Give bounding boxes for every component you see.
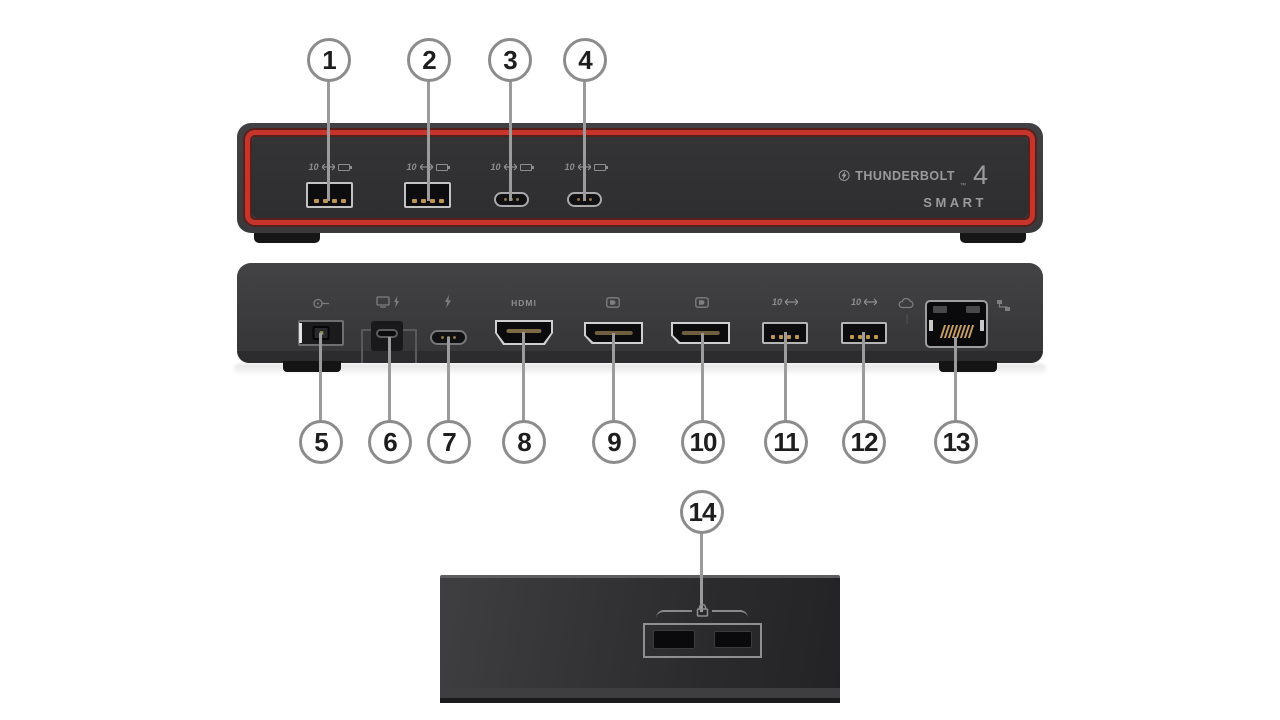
thunderbolt-icon: [444, 295, 452, 308]
brand-trademark: ™: [959, 183, 966, 189]
brand-version: 4: [972, 160, 988, 190]
leader-line-9: [612, 333, 615, 421]
lock-bracket-right: [712, 610, 748, 618]
leader-line-11: [784, 332, 787, 421]
brand-block: THUNDERBOLT ™ 4 SMART: [838, 160, 988, 210]
rear-foot-right: [939, 361, 997, 372]
leader-line-8: [522, 332, 525, 421]
callout-9: 9: [592, 420, 636, 464]
front-face: [252, 137, 1028, 218]
battery-charging-icon: [435, 163, 450, 171]
leader-line-1: [327, 81, 330, 201]
callout-6: 6: [368, 420, 412, 464]
usb-pins: [771, 335, 799, 339]
rear-usb-a-2-badge: 10: [849, 297, 879, 307]
rj45-clip: [980, 320, 984, 331]
dock-front-view: [237, 123, 1043, 233]
security-slot-outline: [643, 623, 762, 658]
rear-thunderbolt-host-port: [371, 321, 403, 351]
callout-13: 13: [934, 420, 978, 464]
leader-line-10: [701, 333, 704, 421]
leader-line-6: [388, 337, 391, 421]
usb-speed-label: 10: [490, 162, 501, 172]
security-lock-slot-1: [653, 630, 695, 649]
rj45-clip: [929, 320, 933, 331]
front-foot-right: [960, 232, 1026, 243]
leader-line-5: [319, 333, 322, 421]
leader-line-3: [509, 81, 512, 201]
callout-2: 2: [407, 38, 451, 82]
usb-speed-label: 10: [771, 297, 782, 307]
hdmi-label: HDMI: [511, 298, 537, 308]
displayport-icon: [606, 297, 620, 308]
usb-speed-label: 10: [850, 297, 861, 307]
displayport-icon: [695, 297, 709, 308]
front-foot-left: [254, 232, 320, 243]
callout-14: 14: [680, 490, 724, 534]
callout-3: 3: [488, 38, 532, 82]
brand-subtitle: SMART: [923, 195, 987, 210]
callout-12: 12: [842, 420, 886, 464]
usb-pins: [313, 199, 346, 203]
leader-line-14: [700, 533, 703, 612]
rear-displayport-2: [671, 322, 730, 344]
dock-bottom-view: [440, 575, 840, 703]
bottom-edge-light: [440, 688, 840, 698]
leader-line-2: [427, 81, 430, 201]
rear-bottom-edge: [237, 351, 1043, 363]
usb-speed-label: 10: [308, 162, 319, 172]
usb-speed-label: 10: [406, 162, 417, 172]
battery-charging-icon: [519, 163, 534, 171]
leader-line-4: [583, 81, 586, 201]
battery-charging-icon: [593, 163, 608, 171]
lock-bracket-left: [656, 610, 692, 618]
front-red-accent-ring: [245, 130, 1035, 225]
dock-rear-view: [237, 263, 1043, 363]
brand-name: THUNDERBOLT: [855, 168, 955, 183]
bottom-edge-dark: [440, 698, 840, 703]
security-lock-slot-2: [714, 631, 752, 648]
usb-speed-arrow-icon: [419, 163, 433, 171]
callout-5: 5: [299, 420, 343, 464]
callout-1: 1: [307, 38, 351, 82]
usb-a-1-badge: 10: [304, 162, 354, 172]
rear-usb-a-1-badge: 10: [770, 297, 800, 307]
dc-in-icon: [312, 298, 330, 309]
callout-11: 11: [764, 420, 808, 464]
callout-10: 10: [681, 420, 725, 464]
lock-icon: [694, 603, 711, 622]
dp-inner: [673, 324, 728, 342]
leader-line-7: [447, 337, 450, 421]
usb-c-2-badge: 10: [560, 162, 610, 172]
usb-pins: [850, 335, 878, 339]
usb-speed-label: 10: [564, 162, 575, 172]
usb-speed-arrow-icon: [785, 298, 798, 306]
usb-pins: [411, 199, 444, 203]
rj45-tab: [933, 306, 947, 313]
leader-line-13: [954, 337, 957, 421]
display-thunderbolt-icon: [376, 296, 400, 308]
rj45-tab: [966, 306, 980, 313]
usb-a-2-badge: 10: [402, 162, 452, 172]
callout-4: 4: [563, 38, 607, 82]
rear-ethernet-port: [925, 300, 988, 348]
callout-7: 7: [427, 420, 471, 464]
leader-line-12: [862, 332, 865, 421]
usb-c-receptacle: [376, 329, 398, 338]
usb-speed-arrow-icon: [864, 298, 877, 306]
rear-foot-left: [283, 361, 341, 372]
led-indicator: [906, 314, 908, 324]
callout-8: 8: [502, 420, 546, 464]
thunderbolt-logo-icon: [838, 170, 850, 181]
rear-shadow: [234, 364, 1046, 375]
cloud-icon: [898, 298, 914, 309]
lan-icon: [996, 299, 1011, 312]
battery-charging-icon: [337, 163, 352, 171]
